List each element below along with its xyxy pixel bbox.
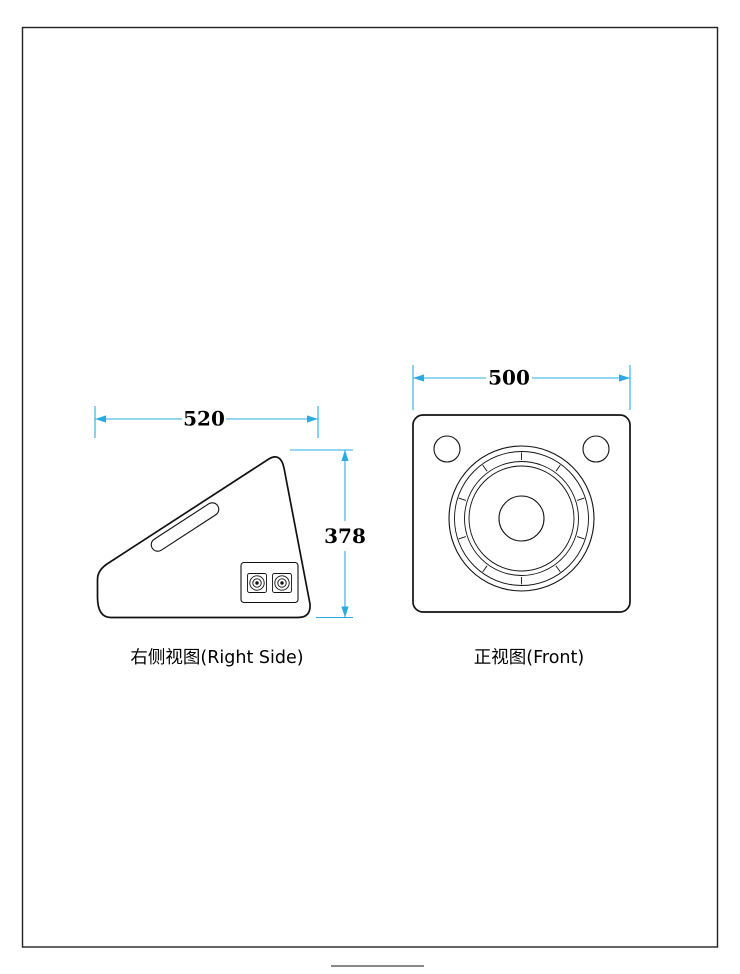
front-view-dimensions: 500 (412, 365, 631, 410)
woofer-cone-edge (464, 461, 579, 576)
speakon-connector-right (274, 575, 290, 591)
side-view-dimensions: 520 378 (94, 406, 366, 619)
connector-mount-left (247, 573, 267, 593)
woofer-gasket (448, 445, 595, 592)
woofer-frame (454, 451, 589, 586)
side-view-label: 右侧视图(Right Side) (130, 648, 303, 668)
screw-tick (482, 464, 488, 472)
port-right (582, 435, 610, 463)
screw-tick (555, 464, 561, 472)
screw-tick (576, 497, 585, 501)
screw-tick (576, 536, 585, 540)
dim-arrow (307, 415, 318, 423)
connector-plate (240, 561, 299, 604)
side-view (96, 456, 311, 619)
speakon-connector-left-center (255, 581, 259, 585)
handle-slot (150, 502, 220, 552)
woofer-surround-inner (468, 465, 575, 572)
speakon-connector-left (249, 575, 265, 591)
front-width-dimension: 500 (488, 366, 530, 390)
front-view-label: 正视图(Front) (474, 648, 584, 668)
dim-arrow (341, 606, 349, 618)
connector-mount-right (272, 573, 292, 593)
sheet-border (21, 26, 719, 948)
screw-tick (555, 565, 561, 573)
dim-arrow (95, 415, 106, 423)
woofer-dust-cap (498, 495, 545, 542)
screw-tick (458, 536, 467, 540)
speakon-connector-right-center (280, 581, 284, 585)
screw-tick (482, 565, 488, 573)
dim-arrow (413, 374, 424, 382)
port-left (433, 435, 461, 463)
front-view (412, 414, 631, 613)
screw-tick (458, 497, 467, 501)
speakon-connector-right-inner (277, 578, 287, 588)
side-height-dimension: 378 (324, 524, 366, 548)
dim-arrow (341, 450, 349, 461)
side-width-dimension: 520 (183, 407, 225, 431)
speakon-connector-left-inner (252, 578, 262, 588)
dim-arrow (619, 374, 630, 382)
side-view-outline (96, 456, 311, 619)
front-cabinet-outline (412, 414, 631, 613)
